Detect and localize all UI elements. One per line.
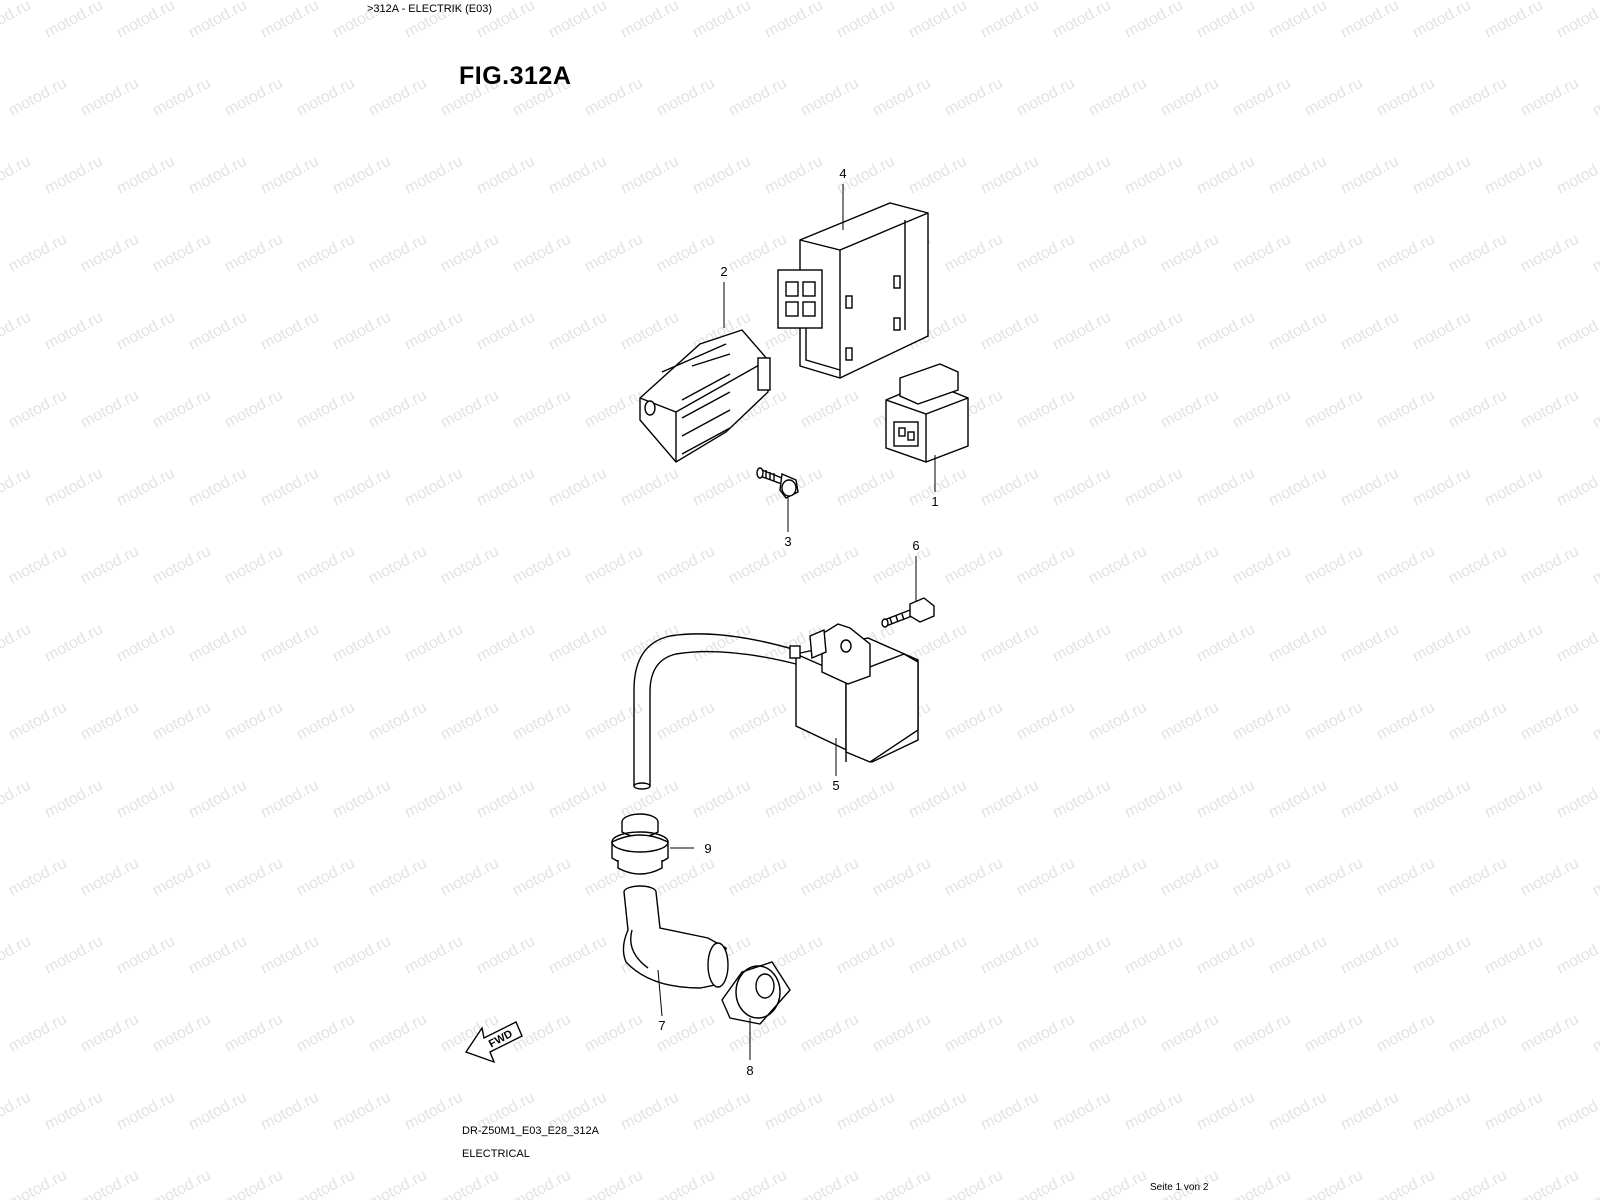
part-5-ignition-coil[interactable] <box>633 623 919 790</box>
figure-title: FIG.312A <box>459 62 572 90</box>
callout-4: 4 <box>839 166 847 181</box>
part-8-seal[interactable] <box>721 961 791 1025</box>
section-name: ELECTRICAL <box>462 1148 530 1160</box>
page-indicator: Seite 1 von 2 <box>1150 1182 1209 1193</box>
callout-9: 9 <box>704 841 712 856</box>
callout-7: 7 <box>658 1018 666 1033</box>
callout-6: 6 <box>912 538 920 553</box>
fwd-arrow-icon: FWD <box>464 1021 523 1064</box>
part-6-bolt[interactable] <box>881 597 935 628</box>
part-7-plug-cap[interactable] <box>622 885 729 989</box>
breadcrumb: >312A - ELECTRIK (E03) <box>367 3 493 15</box>
part-2-regulator[interactable] <box>639 329 771 463</box>
leader-lines <box>657 184 936 1060</box>
part-3-bolt[interactable] <box>756 467 799 499</box>
callout-5: 5 <box>832 778 840 793</box>
callout-2: 2 <box>720 264 728 279</box>
part-4-cdi-unit[interactable] <box>777 202 929 379</box>
model-code: DR-Z50M1_E03_E28_312A <box>462 1125 599 1137</box>
callout-8: 8 <box>746 1063 754 1078</box>
callout-3: 3 <box>784 534 792 549</box>
part-1-connector[interactable] <box>885 363 969 463</box>
callout-1: 1 <box>931 494 939 509</box>
part-9-grommet[interactable] <box>611 813 669 875</box>
